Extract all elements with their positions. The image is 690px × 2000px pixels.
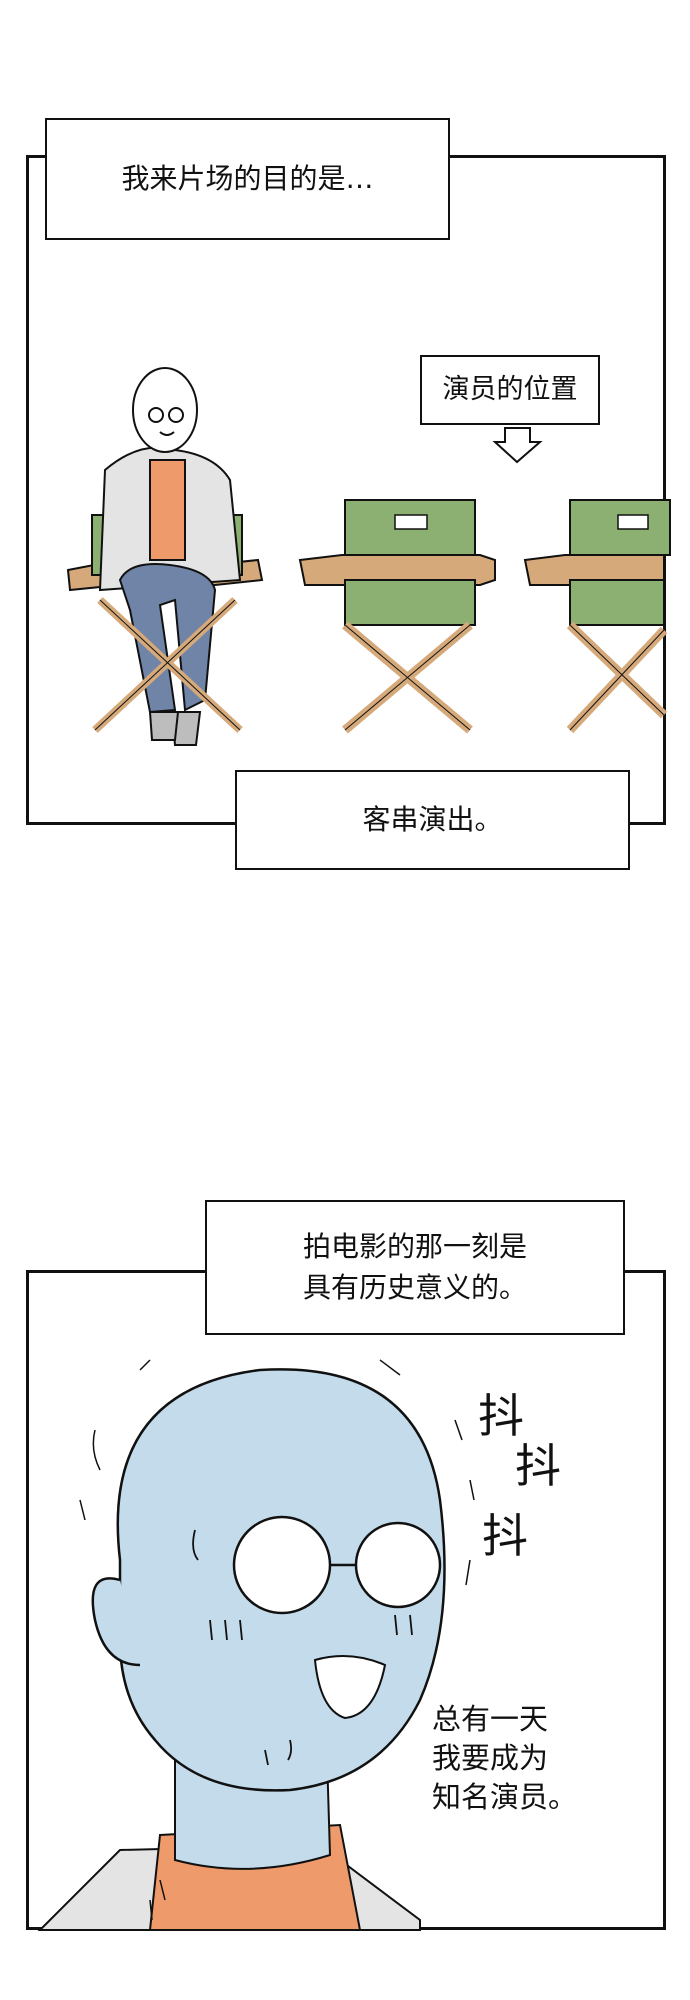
- sfx-tremble-3: 抖: [482, 1509, 528, 1563]
- monologue-line-1: 总有一天: [432, 1702, 549, 1736]
- caption-text: 我来片场的目的是…: [121, 161, 374, 195]
- seated-man: [66, 367, 264, 746]
- sfx-tremble-2: 抖: [515, 1439, 561, 1493]
- caption-line-1: 拍电影的那一刻是: [302, 1229, 527, 1263]
- monologue-line-3: 知名演员。: [432, 1780, 578, 1815]
- nervous-man-closeup: [37, 1359, 475, 1931]
- caption-line-2: 具有历史意义的。: [302, 1270, 527, 1304]
- caption-top-panel-1: 我来片场的目的是…: [45, 118, 450, 240]
- down-arrow-icon: [492, 427, 543, 464]
- sfx-tremble-1: 抖: [478, 1389, 524, 1443]
- empty-director-chair: [298, 499, 496, 734]
- caption-bottom-panel-1: 客串演出。: [235, 770, 630, 870]
- inner-monologue: 总有一天 我要成为 知名演员。: [432, 1700, 577, 1817]
- seat-sign: 演员的位置: [420, 355, 600, 425]
- seat-sign-text: 演员的位置: [442, 374, 578, 406]
- panel-1-illustration: [66, 367, 671, 746]
- caption-text: 客串演出。: [362, 802, 503, 836]
- monologue-line-2: 我要成为: [432, 1741, 549, 1776]
- caption-top-panel-2: 拍电影的那一刻是 具有历史意义的。: [205, 1200, 625, 1335]
- empty-director-chair: [523, 499, 671, 734]
